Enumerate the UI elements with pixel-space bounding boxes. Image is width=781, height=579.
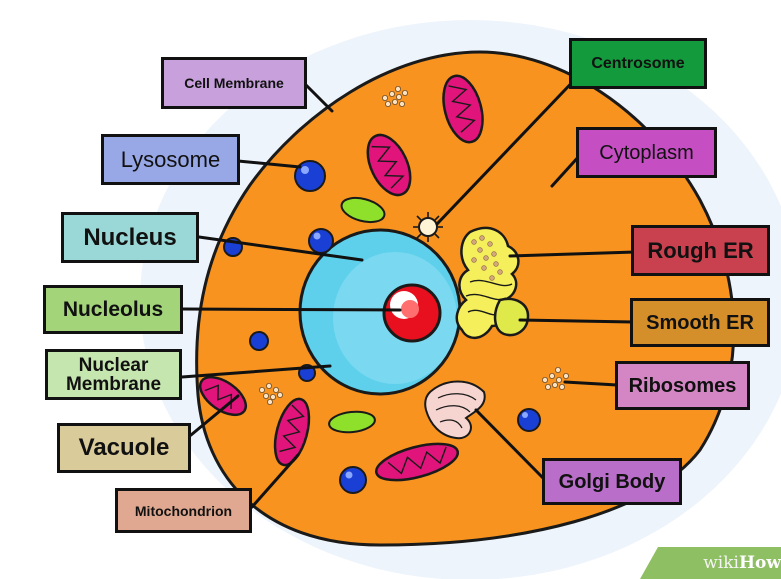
label-nucleolus: Nucleolus — [43, 285, 183, 334]
leader-smooth-er — [520, 320, 633, 322]
label-centrosome: Centrosome — [569, 38, 707, 89]
centrosome — [413, 212, 443, 242]
label-nuclear-membrane-line1: Nuclear — [79, 356, 149, 375]
label-nuclear-membrane-line2: Membrane — [66, 375, 161, 394]
label-cytoplasm: Cytoplasm — [576, 127, 717, 178]
label-smooth-er: Smooth ER — [630, 298, 770, 347]
label-cell-membrane: Cell Membrane — [161, 57, 307, 109]
label-nucleus: Nucleus — [61, 212, 199, 263]
watermark-wiki: wiki — [703, 553, 739, 573]
watermark-how: How — [739, 553, 781, 573]
label-nuclear-membrane: Nuclear Membrane — [45, 349, 182, 400]
label-vacuole: Vacuole — [57, 423, 191, 473]
label-lysosome: Lysosome — [101, 134, 240, 185]
label-golgi-body: Golgi Body — [542, 458, 682, 505]
label-ribosomes: Ribosomes — [615, 361, 750, 410]
label-rough-er: Rough ER — [631, 225, 770, 276]
smooth-er — [495, 299, 528, 335]
leader-nucleolus — [183, 309, 400, 310]
label-mitochondrion: Mitochondrion — [115, 488, 252, 533]
nucleolus-core — [401, 300, 419, 318]
